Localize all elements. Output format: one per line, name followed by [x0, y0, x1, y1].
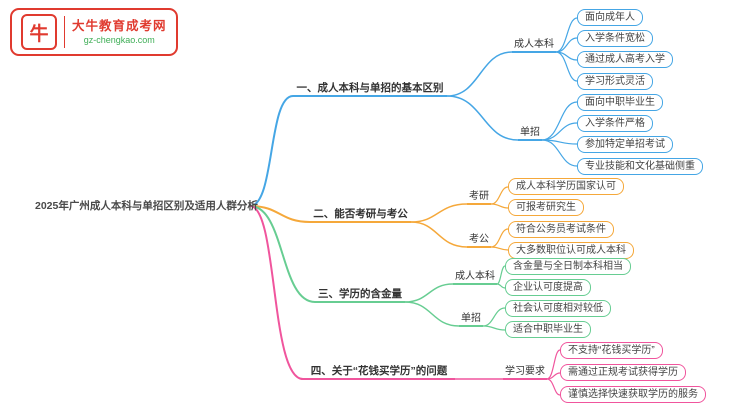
connector	[555, 37, 578, 53]
leaf: 成人本科学历国家认可	[508, 178, 624, 195]
connector	[446, 95, 519, 141]
branch-4-sub-1: 学习要求	[503, 365, 547, 380]
connector	[490, 228, 509, 248]
connector	[410, 203, 468, 223]
connector	[404, 283, 454, 303]
connector	[490, 186, 509, 205]
connector	[249, 205, 304, 380]
branch-4-label: 四、关于“花钱买学历”的问题	[303, 365, 455, 380]
connector	[496, 265, 506, 285]
branch-3-sub-2: 单招	[459, 312, 483, 327]
branch-1-sub-1: 成人本科	[512, 38, 556, 53]
branch-1-label: 一、成人本科与单招的基本区别	[293, 82, 447, 97]
connector	[482, 307, 506, 327]
connector	[496, 283, 506, 289]
brand-logo: 牛 大牛教育成考网 gz-chengkao.com	[10, 8, 178, 56]
connector	[249, 95, 294, 207]
leaf: 可报考研究生	[508, 199, 584, 216]
connector	[555, 17, 578, 53]
connector	[404, 301, 460, 327]
brand-domain: gz-chengkao.com	[83, 35, 155, 45]
leaf: 面向成年人	[577, 9, 643, 26]
connector	[446, 51, 513, 97]
leaf: 学习形式灵活	[577, 73, 653, 90]
leaf: 入学条件宽松	[577, 30, 653, 47]
leaf: 专业技能和文化基础侧重	[577, 158, 703, 175]
connector	[249, 205, 316, 303]
connector	[546, 349, 561, 380]
bull-icon: 牛	[21, 14, 57, 50]
leaf: 谨慎选择快速获取学历的服务	[560, 386, 706, 403]
connector	[541, 139, 578, 167]
leaf: 符合公务员考试条件	[508, 221, 614, 238]
leaf: 入学条件严格	[577, 115, 653, 132]
branch-2-sub-1: 考研	[467, 190, 491, 205]
leaf: 社会认可度相对较低	[505, 300, 611, 317]
leaf: 面向中职毕业生	[577, 94, 663, 111]
branch-1-sub-2: 单招	[518, 126, 542, 141]
branch-2-label: 二、能否考研与考公	[310, 208, 411, 223]
branch-2-sub-2: 考公	[467, 233, 491, 248]
connector	[555, 51, 578, 82]
connector	[410, 221, 468, 248]
connector	[490, 246, 509, 251]
bull-icon-glyph: 牛	[29, 23, 49, 45]
connector	[490, 203, 509, 209]
logo-text-block: 大牛教育成考网 gz-chengkao.com	[72, 18, 167, 46]
connector	[541, 101, 578, 141]
logo-divider	[64, 16, 65, 48]
leaf: 需通过正规考试获得学历	[560, 364, 686, 381]
brand-name: 大牛教育成考网	[72, 19, 167, 33]
connector	[482, 325, 506, 331]
leaf: 参加特定单招考试	[577, 136, 673, 153]
leaf: 企业认可度提高	[505, 279, 591, 296]
root-topic: 2025年广州成人本科与单招区别及适用人群分析	[35, 200, 258, 212]
leaf: 适合中职毕业生	[505, 321, 591, 338]
leaf: 通过成人高考入学	[577, 51, 673, 68]
connector	[249, 205, 311, 223]
connector	[541, 122, 578, 141]
branch-3-sub-1: 成人本科	[453, 270, 497, 285]
leaf: 不支持“花钱买学历”	[560, 342, 663, 359]
leaf: 大多数职位认可成人本科	[508, 242, 634, 259]
connector	[546, 378, 561, 396]
leaf: 含金量与全日制本科相当	[505, 258, 631, 275]
branch-3-label: 三、学历的含金量	[315, 288, 405, 303]
